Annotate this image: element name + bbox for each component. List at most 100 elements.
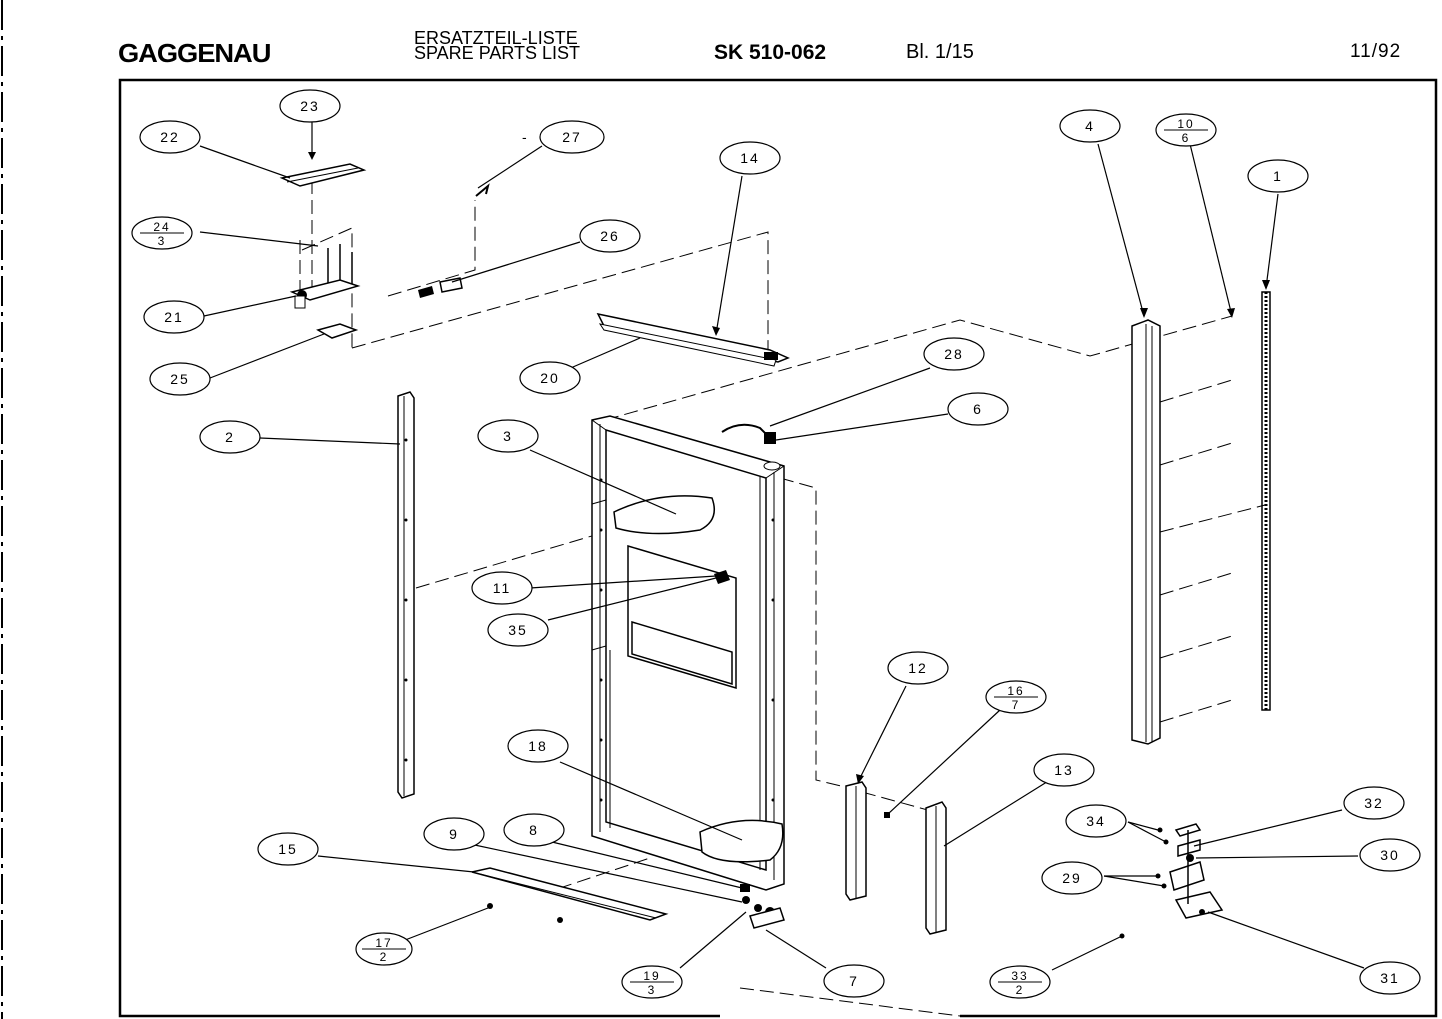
callout-label: 2	[380, 950, 389, 964]
callout-label: 4	[1085, 118, 1095, 134]
callout-21-bubble	[143, 300, 205, 334]
callout-23-bubble	[279, 89, 341, 123]
callout-label: 32	[1364, 795, 1384, 811]
callout-33-2: 332	[998, 969, 1042, 997]
callout-3: 3	[503, 428, 513, 444]
callout-21: 21	[164, 309, 184, 325]
callout-15: 15	[278, 841, 298, 857]
callout-12: 12	[908, 660, 928, 676]
callout-label: 2	[225, 429, 235, 445]
callout-label: 12	[908, 660, 928, 676]
callout-label: 2	[1016, 983, 1025, 997]
callout-label: 14	[740, 150, 760, 166]
sheet-number: Bl. 1/15	[906, 41, 974, 63]
callout-35-bubble	[487, 613, 549, 647]
callout-34: 34	[1086, 813, 1106, 829]
callout-30: 30	[1380, 847, 1400, 863]
callout-8: 8	[529, 822, 539, 838]
callout-label: 29	[1062, 870, 1082, 886]
callout-6-bubble	[947, 392, 1009, 426]
issue-date: 11/92	[1350, 41, 1402, 62]
callout-1-bubble	[1247, 159, 1309, 193]
callout-10-6: 106	[1164, 117, 1208, 145]
drawing-frame	[118, 78, 1438, 1018]
callout-29-bubble	[1041, 861, 1103, 895]
callout-label: 6	[1182, 131, 1191, 145]
callout-label: 31	[1380, 970, 1400, 986]
callout-31-bubble	[1359, 961, 1421, 995]
callout-label: 28	[944, 346, 964, 362]
callout-label: 19	[643, 969, 660, 983]
callout-3-bubble	[477, 419, 539, 453]
callout-13: 13	[1054, 762, 1074, 778]
callout-28-bubble	[923, 337, 985, 371]
callout-label: 11	[493, 580, 512, 596]
callout-17-2: 172	[362, 936, 406, 964]
callout-label: 25	[170, 371, 190, 387]
callout-32-bubble	[1343, 786, 1405, 820]
callout-9-bubble	[423, 817, 485, 851]
callout-label: 17	[375, 936, 392, 950]
list-title-de: ERSATZTEIL-LISTE	[414, 28, 578, 48]
callout-29: 29	[1062, 870, 1082, 886]
callout-18-bubble	[507, 729, 569, 763]
callout-22: 22	[160, 129, 180, 145]
callout-label: 27	[562, 129, 582, 145]
callout-11: 11	[493, 580, 512, 596]
callout-26-bubble	[579, 219, 641, 253]
callout-label: 26	[600, 228, 620, 244]
callout-13-bubble	[1033, 753, 1095, 787]
callout-label: 15	[278, 841, 298, 857]
callout-label: 34	[1086, 813, 1106, 829]
callout-label: 30	[1380, 847, 1400, 863]
callout-9: 9	[449, 826, 459, 842]
callout-24-3: 243	[140, 220, 184, 248]
callout-25: 25	[170, 371, 190, 387]
callout-14-bubble	[719, 141, 781, 175]
callout-label: 22	[160, 129, 180, 145]
callout-27-bubble	[539, 120, 605, 154]
callout-15-bubble	[257, 832, 319, 866]
callout-label: 6	[973, 401, 983, 417]
callout-18: 18	[528, 738, 548, 754]
callout-28: 28	[944, 346, 964, 362]
callout-label: 7	[849, 973, 859, 989]
brand-logo: GAGGENAU	[118, 38, 271, 68]
callout-label: 1	[1273, 168, 1283, 184]
callout-35: 35	[508, 622, 528, 638]
callout-label: 7	[1012, 698, 1021, 712]
callout-4: 4	[1085, 118, 1095, 134]
callout-label: 9	[449, 826, 459, 842]
callout-label: 24	[153, 220, 170, 234]
callout-20: 20	[540, 370, 560, 386]
callout-11-bubble	[471, 571, 533, 605]
callout-14: 14	[740, 150, 760, 166]
callout-label: 3	[648, 983, 657, 997]
callout-32: 32	[1364, 795, 1384, 811]
callout-30-bubble	[1359, 838, 1421, 872]
callout-26: 26	[600, 228, 620, 244]
callout-34-bubble	[1065, 804, 1127, 838]
callout-23: 23	[300, 98, 320, 114]
callout-label: 23	[300, 98, 320, 114]
callout-16-7: 167	[994, 684, 1038, 712]
callout-label: 21	[164, 309, 184, 325]
callout-19-3: 193	[630, 969, 674, 997]
callout-1: 1	[1273, 168, 1283, 184]
callout-22-bubble	[139, 120, 201, 154]
callout-label: 3	[503, 428, 513, 444]
callout-label: 13	[1054, 762, 1074, 778]
model-number: SK 510-062	[714, 41, 827, 64]
callout-31: 31	[1380, 970, 1400, 986]
callout-label: 20	[540, 370, 560, 386]
callout-label: 8	[529, 822, 539, 838]
callout-27: 27	[562, 129, 582, 145]
svg-text:-: -	[522, 129, 527, 145]
callout-label: 35	[508, 622, 528, 638]
callout-7-bubble	[823, 964, 885, 998]
callout-8-bubble	[503, 813, 565, 847]
callout-6: 6	[973, 401, 983, 417]
callout-label: 18	[528, 738, 548, 754]
callout-4-bubble	[1059, 109, 1121, 143]
